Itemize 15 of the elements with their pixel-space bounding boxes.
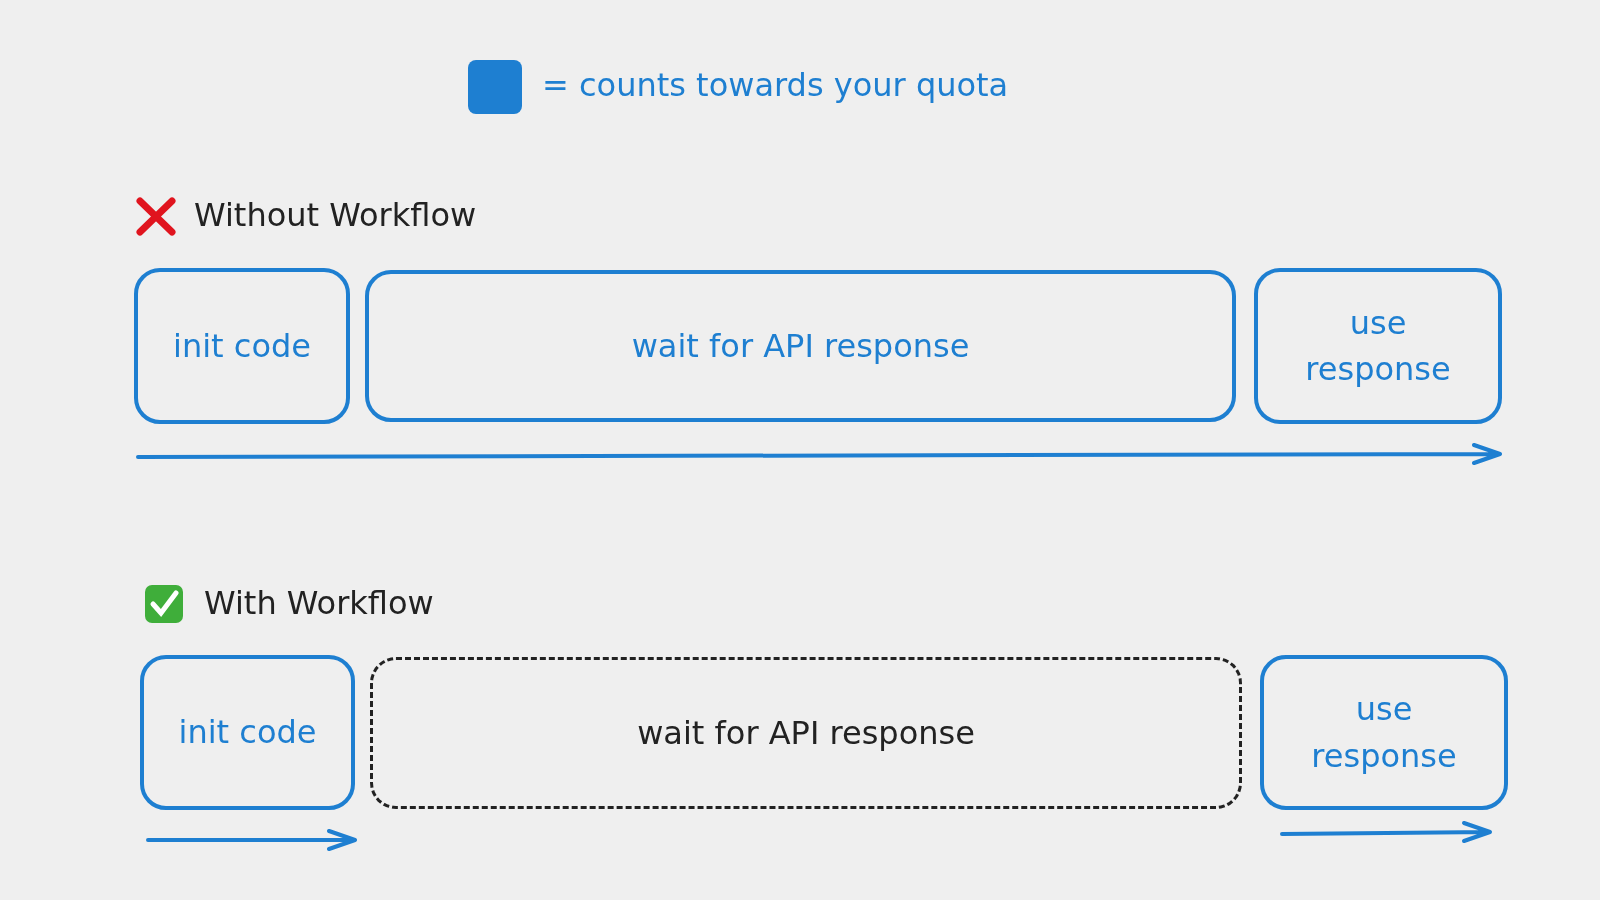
process-box xyxy=(140,655,355,810)
box-label: wait for API response xyxy=(630,325,971,367)
box-label: init code xyxy=(177,712,318,754)
section-heading: With Workflow xyxy=(204,584,434,622)
box-label: use response xyxy=(1310,689,1458,777)
process-box xyxy=(1254,268,1502,424)
legend-text: = counts towards your quota xyxy=(542,66,1009,104)
process-box xyxy=(365,270,1236,422)
box-label: init code xyxy=(172,325,312,367)
section-heading: Without Workflow xyxy=(194,196,477,234)
box-label: wait for API response xyxy=(636,712,976,754)
process-box xyxy=(370,657,1242,809)
box-label: use response xyxy=(1304,302,1452,390)
process-box xyxy=(1260,655,1508,810)
process-box xyxy=(134,268,350,424)
